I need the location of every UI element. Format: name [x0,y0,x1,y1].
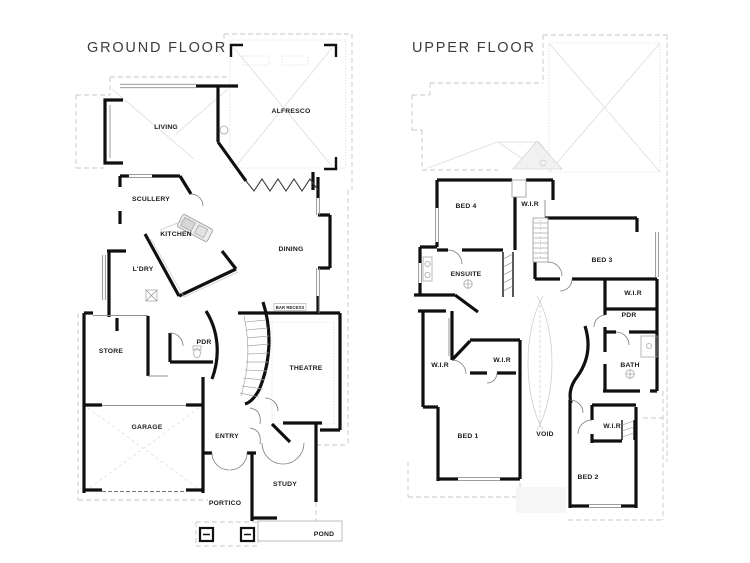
room-label-store: STORE [99,348,124,355]
upper-roof-outline [407,34,668,521]
room-label-dining: DINING [279,246,304,253]
ground-door-arcs [169,193,305,471]
bed4-wall-niche [511,179,527,198]
room-label-wir-bed1: W.I.R [431,362,449,369]
room-label-bath: BATH [620,362,639,369]
room-label-pond: POND [314,531,334,538]
roof-valley-triangle [512,140,563,170]
linen-cupboard-hatch [502,252,514,297]
pdr-toilet [192,345,202,358]
room-label-kitchen: KITCHEN [160,231,192,238]
room-label-bed2: BED 2 [577,474,598,481]
void-curves [527,295,553,431]
room-label-living: LIVING [154,124,178,131]
room-label-scullery: SCULLERY [132,196,170,203]
stairs-upper [532,217,549,263]
ground-walls [82,84,342,521]
room-label-entry: ENTRY [215,433,239,440]
room-label-ldry: L'DRY [133,266,154,273]
bath-vanity [640,335,658,358]
room-label-pdr-upper: PDR [622,312,637,319]
room-label-bed4: BED 4 [455,203,476,210]
bed2-robe-hatch [621,420,635,440]
room-label-wir-bed2: W.I.R [603,423,621,430]
exhaust-fan-icon-bath [625,369,635,379]
zigzag-wall [245,178,319,192]
room-label-void: VOID [536,431,553,438]
living-door-knob [219,125,229,135]
ground-floor-plan: GROUND FLOOR [75,33,353,547]
stairs-ground [239,315,270,398]
room-label-wir-hall: W.I.R [493,357,511,364]
pond-outline [257,520,343,542]
room-label-wir-bed4: W.I.R [521,201,539,208]
room-label-bed3: BED 3 [591,257,612,264]
room-label-garage: GARAGE [131,424,162,431]
room-label-portico: PORTICO [209,500,241,507]
upper-door-arcs [447,249,630,435]
room-label-study: STUDY [273,481,297,488]
portico-posts [198,526,256,543]
room-label-theatre: THEATRE [290,365,323,372]
upper-windows [418,200,659,508]
bar-recess-box [273,303,307,311]
ground-floor-title: GROUND FLOOR [87,40,227,56]
room-label-ensuite: ENSUITE [451,271,482,278]
upper-floor-title: UPPER FLOOR [412,40,536,56]
ground-windows [93,83,320,406]
roof-vent-icon [539,159,547,167]
room-label-bar-recess: BAR RECESS [276,305,305,310]
upper-floor-plan: UPPER FLOOR [407,34,668,521]
room-label-wir-bed3: W.I.R [624,290,642,297]
ground-roof-outline [75,33,353,547]
laundry-trough [145,289,158,302]
lower-roof-shading [516,487,566,513]
kitchen-island [177,214,213,242]
exhaust-fan-icon-ensuite [463,279,473,289]
room-label-pdr-ground: PDR [197,339,212,346]
alfresco-corner-posts [229,43,338,171]
kitchen-benches [150,217,239,298]
ensuite-vanity [422,256,433,282]
upper-walls [414,178,659,508]
room-label-bed1: BED 1 [457,433,478,440]
room-label-alfresco: ALFRESCO [272,108,311,115]
